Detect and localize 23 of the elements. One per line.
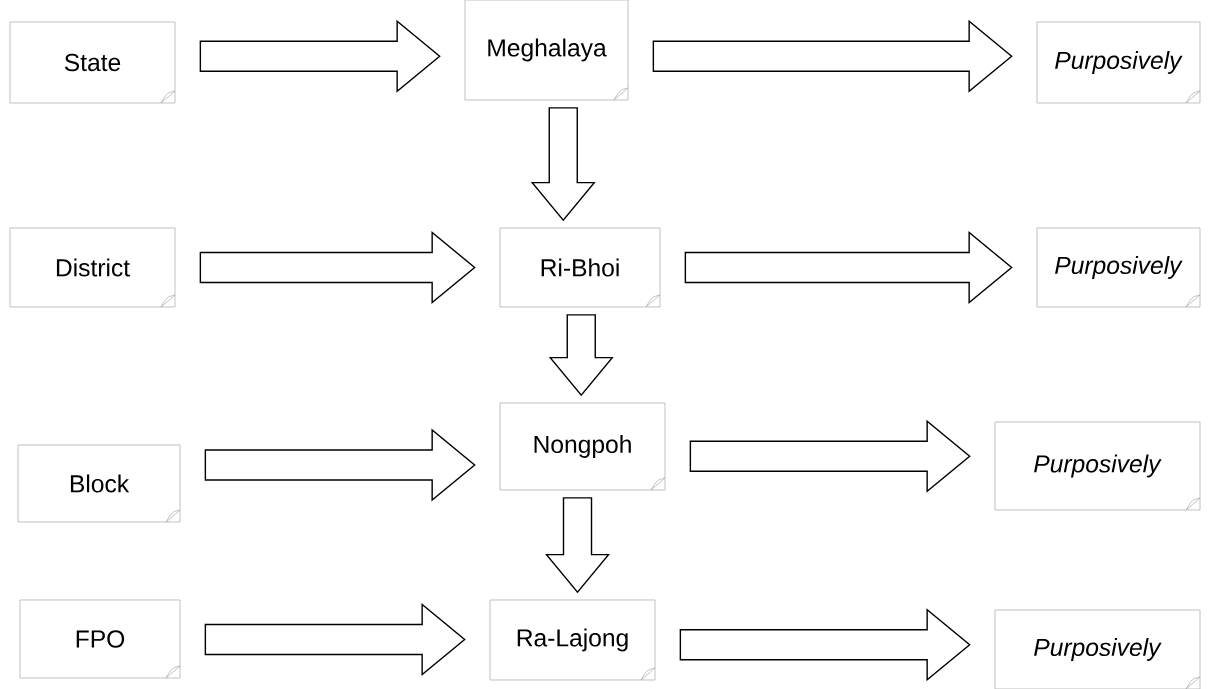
note-box: Purposively bbox=[994, 609, 1201, 689]
note-box: Block bbox=[17, 444, 181, 523]
note-box: Nongpoh bbox=[499, 402, 666, 491]
note-box: Purposively bbox=[994, 421, 1201, 511]
note-box: Purposively bbox=[1036, 21, 1201, 104]
block-arrow bbox=[530, 107, 596, 222]
note-box: Meghalaya bbox=[464, 0, 629, 101]
note-box: Ri-Bhoi bbox=[499, 227, 661, 308]
block-arrow bbox=[199, 231, 476, 304]
note-box: Ra-Lajong bbox=[489, 599, 656, 681]
block-arrow bbox=[548, 314, 614, 397]
block-arrow bbox=[679, 608, 971, 682]
note-box: District bbox=[9, 227, 176, 308]
note-box: Purposively bbox=[1036, 227, 1201, 308]
block-arrow bbox=[652, 19, 1013, 93]
block-arrow bbox=[689, 419, 971, 493]
block-arrow bbox=[684, 231, 1013, 304]
note-box: State bbox=[9, 21, 176, 104]
block-arrow bbox=[545, 497, 610, 594]
block-arrow bbox=[199, 19, 441, 93]
note-box: FPO bbox=[19, 599, 181, 679]
block-arrow bbox=[204, 603, 466, 676]
block-arrow bbox=[204, 428, 476, 502]
